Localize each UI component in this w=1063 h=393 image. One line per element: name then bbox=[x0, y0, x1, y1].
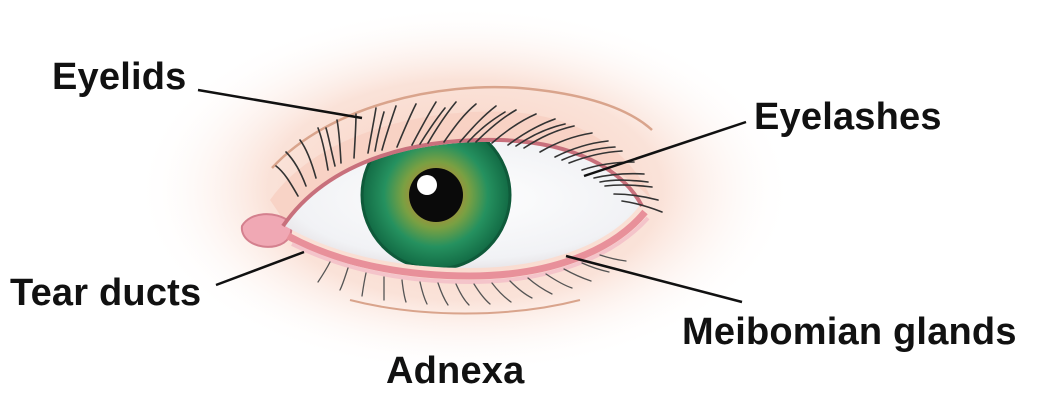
label-meibomian-glands: Meibomian glands bbox=[682, 313, 1017, 351]
label-eyelids: Eyelids bbox=[52, 58, 186, 96]
pupil-highlight bbox=[417, 175, 437, 195]
caruncle bbox=[242, 214, 291, 247]
label-eyelashes: Eyelashes bbox=[754, 98, 942, 136]
pupil bbox=[409, 168, 463, 222]
label-adnexa: Adnexa bbox=[386, 352, 524, 390]
label-tear-ducts: Tear ducts bbox=[10, 274, 201, 312]
